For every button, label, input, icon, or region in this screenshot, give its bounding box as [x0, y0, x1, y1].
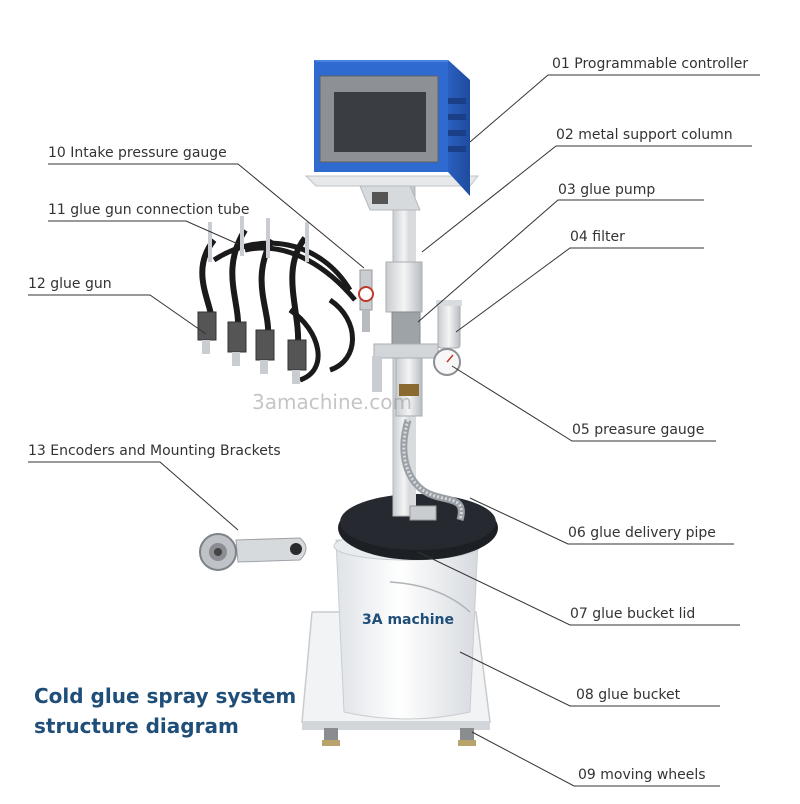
label-glue-delivery-pipe: 06 glue delivery pipe — [568, 525, 716, 541]
intake-pressure-gauge — [358, 269, 374, 332]
label-glue-gun-connection-tube: 11 glue gun connection tube — [48, 202, 250, 218]
leader-10 — [48, 163, 365, 269]
diagram-title-line1: Cold glue spray system — [34, 684, 297, 708]
leader-lines — [28, 74, 760, 787]
leader-01 — [469, 74, 760, 143]
label-glue-gun: 12 glue gun — [28, 276, 112, 292]
label-intake-pressure-gauge: 10 Intake pressure gauge — [48, 145, 227, 161]
label-pressure-gauge: 05 preasure gauge — [572, 422, 705, 438]
label-metal-support-column: 02 metal support column — [556, 127, 733, 143]
glue-guns — [197, 311, 307, 384]
glue-bucket-lid — [338, 494, 498, 560]
pressure-gauge — [433, 348, 461, 376]
leader-04 — [455, 247, 704, 333]
label-glue-bucket-lid: 07 glue bucket lid — [570, 606, 696, 622]
watermark-text: 3amachine.com — [252, 390, 412, 414]
label-moving-wheels: 09 moving wheels — [578, 767, 706, 783]
leader-11 — [48, 220, 239, 245]
leader-12 — [28, 294, 207, 335]
label-filter: 04 filter — [570, 229, 625, 245]
encoder-and-mounting-bracket — [199, 533, 307, 571]
controller-shelf — [304, 175, 480, 211]
leader-03 — [417, 199, 704, 323]
glue-delivery-pipe — [400, 418, 465, 521]
leader-05 — [451, 365, 716, 442]
label-glue-bucket: 08 glue bucket — [576, 687, 681, 703]
leader-02 — [421, 145, 752, 253]
leader-06 — [469, 497, 734, 545]
label-programmable-controller: 01 Programmable controller — [552, 56, 749, 72]
glue-gun-connection-tubes — [199, 216, 357, 383]
programmable-controller — [314, 60, 470, 196]
leader-09 — [471, 731, 720, 787]
bucket-brand-text: 3A machine — [362, 612, 455, 628]
leader-13 — [28, 461, 239, 531]
leader-07 — [417, 551, 740, 626]
glue-pump — [372, 261, 439, 417]
leader-08 — [459, 651, 720, 707]
label-encoders-and-brackets: 13 Encoders and Mounting Brackets — [28, 443, 281, 459]
label-glue-pump: 03 glue pump — [558, 182, 656, 198]
filter — [436, 300, 462, 349]
diagram-title-line2: structure diagram — [34, 714, 239, 738]
moving-wheels — [322, 728, 476, 746]
